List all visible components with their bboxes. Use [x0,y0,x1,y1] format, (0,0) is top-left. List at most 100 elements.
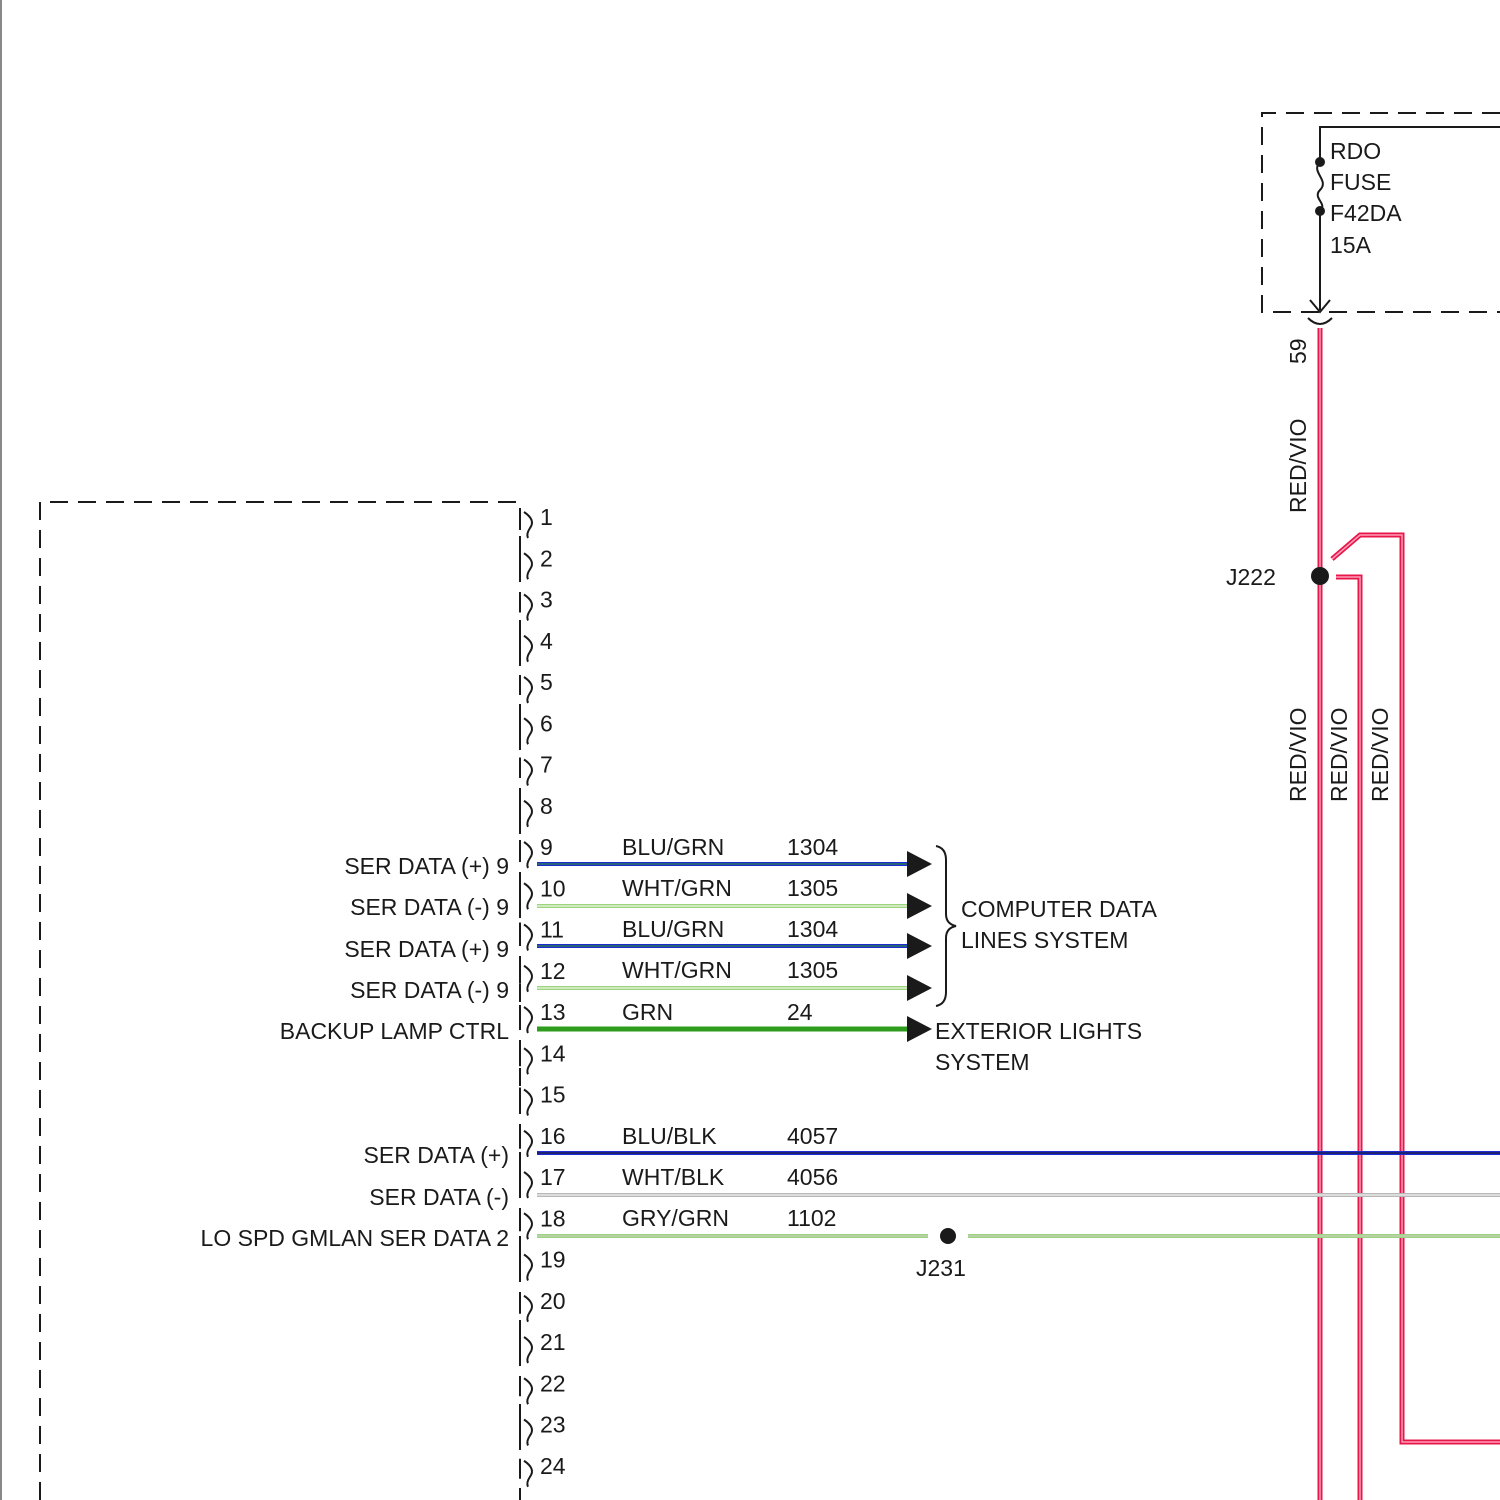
function-pin-10: SER DATA (-) 9 [350,894,509,920]
connector-cavity-19 [520,1253,532,1281]
fuse-element [1317,162,1323,210]
connector-cavity-11 [520,923,532,951]
pin-number-4: 4 [540,628,553,654]
splice-j222-dot [1311,567,1329,585]
pin-number-20: 20 [540,1288,566,1314]
connector-cavity-13 [520,1005,532,1033]
fuse-label-line-1: RDO [1330,138,1381,164]
wire-color-pin-18: GRY/GRN [622,1205,729,1231]
connector-cavity-18 [520,1211,532,1239]
wire-color-pin-16: BLU/BLK [622,1123,717,1149]
connector-cavity-8 [520,799,532,827]
pin-number-9: 9 [540,834,553,860]
power-branch-label-1: RED/VIO [1285,707,1311,802]
connector-cavity-9 [520,840,532,868]
splice-j222-label: J222 [1226,564,1276,590]
connector-cavity-23 [520,1418,532,1446]
power-wire-color-label: RED/VIO [1285,418,1311,513]
fuse-label-line-3: F42DA [1330,200,1402,226]
circuit-pin-16: 4057 [787,1123,838,1149]
fuse-output-pin-number: 59 [1285,338,1311,364]
pin-number-15: 15 [540,1082,566,1108]
dest-exterior-lights-line-2: SYSTEM [935,1049,1030,1075]
arrow-pin-9 [907,851,932,877]
fuse-label-line-4: 15A [1330,232,1372,258]
pin-number-2: 2 [540,545,553,571]
connector-cavity-1 [520,510,532,538]
circuit-pin-18: 1102 [787,1205,836,1231]
pin-number-8: 8 [540,793,553,819]
dest-exterior-lights-line-1: EXTERIOR LIGHTS [935,1018,1142,1044]
connector-cavity-22 [520,1376,532,1404]
pin-number-11: 11 [540,917,564,943]
fuse-label-line-2: FUSE [1330,169,1391,195]
connector-cavity-12 [520,964,532,992]
connector-cavity-24 [520,1459,532,1487]
pin-number-22: 22 [540,1370,566,1396]
power-branch-label-3: RED/VIO [1367,707,1393,802]
wire-color-pin-11: BLU/GRN [622,916,724,942]
pin-function-labels: SER DATA (+) 9 SER DATA (-) 9 SER DATA (… [201,853,510,1251]
pin-number-21: 21 [540,1329,566,1355]
wire-color-pin-12: WHT/GRN [622,957,732,983]
connector-cavity-6 [520,716,532,744]
power-wire-branch-3-highlight [1332,535,1500,1442]
pin-number-24: 24 [540,1453,566,1479]
wire-color-pin-13: GRN [622,999,673,1025]
pin-number-3: 3 [540,587,553,613]
connector-cavity-10 [520,881,532,909]
power-wire-branch-3 [1332,535,1500,1442]
circuit-pin-11: 1304 [787,916,838,942]
wire-color-pin-17: WHT/BLK [622,1164,725,1190]
function-pin-9: SER DATA (+) 9 [344,853,509,879]
pin-number-17: 17 [540,1164,566,1190]
pin-number-16: 16 [540,1123,566,1149]
connector-cavity-20 [520,1294,532,1322]
circuit-pin-9: 1304 [787,834,838,860]
wire-color-pin-10: WHT/GRN [622,875,732,901]
power-feed: J222 RED/VIO RED/VIO RED/VIO RED/VIO [1226,328,1500,1500]
pin-number-14: 14 [540,1040,566,1066]
pin-number-10: 10 [540,875,566,901]
arrow-pin-13 [907,1016,932,1042]
arrow-pin-10 [907,893,932,919]
destination-labels: COMPUTER DATA LINES SYSTEM EXTERIOR LIGH… [935,896,1158,1075]
pin-number-23: 23 [540,1412,566,1438]
pin-number-5: 5 [540,669,553,695]
function-pin-12: SER DATA (-) 9 [350,977,509,1003]
splice-j231-dot [940,1228,956,1244]
wire-labels: BLU/GRN 1304 WHT/GRN 1305 BLU/GRN 1304 W… [622,834,838,1231]
arrow-pin-11 [907,933,932,959]
connector-cavity-3 [520,593,532,621]
pin-number-13: 13 [540,999,566,1025]
function-pin-18: LO SPD GMLAN SER DATA 2 [201,1225,509,1251]
connector-cavity-17 [520,1170,532,1198]
pin-number-1: 1 [540,504,553,530]
circuit-pin-10: 1305 [787,875,838,901]
function-pin-16: SER DATA (+) [364,1142,509,1168]
function-pin-11: SER DATA (+) 9 [344,936,509,962]
connector-cavity-14 [520,1046,532,1074]
connector-cavity-5 [520,675,532,703]
connector-cavity-2 [520,551,532,579]
fuse-box: RDO FUSE F42DA 15A 59 [1262,113,1500,364]
pin-number-18: 18 [540,1205,566,1231]
dest-computer-data-line-2: LINES SYSTEM [961,927,1128,953]
pin-number-12: 12 [540,958,566,984]
circuit-pin-13: 24 [787,999,813,1025]
dest-computer-data-line-1: COMPUTER DATA [961,896,1158,922]
circuit-pin-12: 1305 [787,957,838,983]
power-branch-label-2: RED/VIO [1326,707,1352,802]
function-pin-17: SER DATA (-) [369,1184,509,1210]
fuse-output-connector [1308,318,1332,324]
wire-color-pin-9: BLU/GRN [622,834,724,860]
connector-cavity-16 [520,1129,532,1157]
computer-data-brace [936,846,956,1006]
connector-cavity-7 [520,758,532,786]
splice-j231-label: J231 [916,1255,966,1281]
connector-cavity-21 [520,1335,532,1363]
connector-cavity-4 [520,634,532,662]
